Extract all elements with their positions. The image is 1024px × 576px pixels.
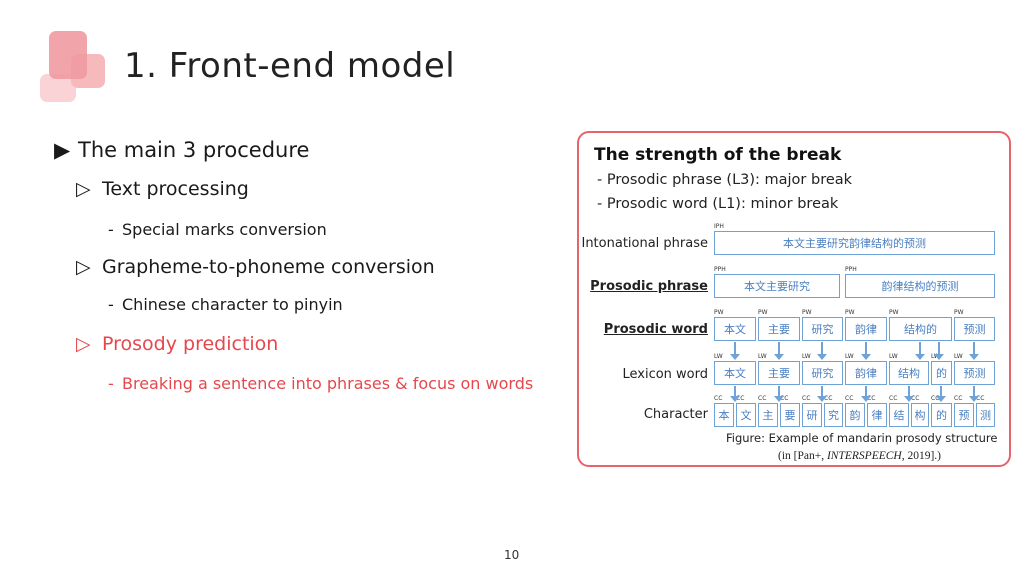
- bullet-label: Grapheme-to-phoneme conversion: [102, 256, 435, 278]
- pw-node: 预测: [954, 317, 995, 341]
- cc-node: 要: [780, 403, 800, 427]
- pw-tag: PW: [802, 309, 812, 316]
- ip-tag: IPH: [714, 223, 724, 230]
- pw-tag: PW: [845, 309, 855, 316]
- cc-tag: CC: [714, 395, 723, 402]
- filled-triangle-icon: ▶: [54, 138, 71, 162]
- figure-citation: (in [Pan+, INTERSPEECH, 2019].): [778, 450, 942, 462]
- row-label-character: Character: [643, 407, 708, 422]
- bullet-label: Text processing: [102, 178, 249, 200]
- sub-bullet-special-marks: -Special marks conversion: [108, 220, 327, 239]
- slide-title: 1. Front-end model: [124, 46, 456, 86]
- cc-tag: CC: [758, 395, 767, 402]
- pw-node: 结构的: [889, 317, 952, 341]
- cc-tag: CC: [802, 395, 811, 402]
- cc-tag: CC: [931, 395, 940, 402]
- pw-tag: PW: [954, 309, 964, 316]
- lw-node: 预测: [954, 361, 995, 385]
- cc-node: 律: [867, 403, 887, 427]
- page-number: 10: [504, 548, 520, 562]
- pw-node: 主要: [758, 317, 800, 341]
- lw-node: 的: [931, 361, 952, 385]
- row-label-intonational-phrase: Intonational phrase: [581, 236, 708, 251]
- lw-tag: LW: [802, 353, 811, 360]
- cc-tag: CC: [889, 395, 898, 402]
- dash-marker: -: [108, 220, 114, 239]
- sub-bullet-label: Breaking a sentence into phrases & focus…: [122, 374, 534, 393]
- bullet-label: Prosody prediction: [102, 333, 279, 355]
- pp-node: 韵律结构的预测: [845, 274, 995, 298]
- pw-tag: PW: [714, 309, 724, 316]
- lw-node: 结构: [889, 361, 929, 385]
- lw-tag: LW: [758, 353, 767, 360]
- dash-marker: -: [108, 374, 114, 393]
- outline-triangle-icon: ▷: [76, 333, 91, 355]
- lw-tag: LW: [889, 353, 898, 360]
- cc-node: 构: [911, 403, 929, 427]
- cc-tag: CC: [736, 395, 745, 402]
- cc-tag: CC: [845, 395, 854, 402]
- cc-node: 的: [931, 403, 952, 427]
- lw-tag: LW: [714, 353, 723, 360]
- sub-bullet-pinyin: -Chinese character to pinyin: [108, 295, 343, 314]
- row-label-prosodic-phrase: Prosodic phrase: [590, 279, 708, 294]
- cc-node: 测: [976, 403, 995, 427]
- row-label-prosodic-word: Prosodic word: [603, 322, 708, 337]
- row-label-lexicon-word: Lexicon word: [622, 367, 708, 382]
- panel-line-prosodic-phrase: - Prosodic phrase (L3): major break: [597, 172, 853, 188]
- pp-node: 本文主要研究: [714, 274, 840, 298]
- sub-bullet-phrases: -Breaking a sentence into phrases & focu…: [108, 374, 533, 393]
- cc-node: 韵: [845, 403, 865, 427]
- cc-node: 究: [824, 403, 843, 427]
- cc-tag: CC: [911, 395, 920, 402]
- main-bullet-text: The main 3 procedure: [78, 138, 310, 162]
- pp-tag: PPH: [714, 266, 726, 273]
- pw-tag: PW: [889, 309, 899, 316]
- cc-tag: CC: [954, 395, 963, 402]
- pw-node: 本文: [714, 317, 756, 341]
- panel-title: The strength of the break: [594, 145, 842, 165]
- cc-node: 预: [954, 403, 974, 427]
- bullet-g2p: ▷ Grapheme-to-phoneme conversion: [76, 256, 435, 278]
- lw-node: 韵律: [845, 361, 887, 385]
- sub-bullet-label: Special marks conversion: [122, 220, 327, 239]
- lw-node: 主要: [758, 361, 800, 385]
- cc-node: 本: [714, 403, 734, 427]
- cc-tag: CC: [976, 395, 985, 402]
- lw-node: 本文: [714, 361, 756, 385]
- sub-bullet-label: Chinese character to pinyin: [122, 295, 343, 314]
- lw-tag: LW: [954, 353, 963, 360]
- pw-tag: PW: [758, 309, 768, 316]
- dash-marker: -: [108, 295, 114, 314]
- pw-node: 韵律: [845, 317, 887, 341]
- figure-caption: Figure: Example of mandarin prosody stru…: [726, 431, 998, 445]
- cc-tag: CC: [780, 395, 789, 402]
- pp-tag: PPH: [845, 266, 857, 273]
- lw-tag: LW: [845, 353, 854, 360]
- outline-triangle-icon: ▷: [76, 178, 91, 200]
- main-bullet: ▶ The main 3 procedure: [54, 138, 309, 162]
- cc-node: 结: [889, 403, 909, 427]
- bullet-text-processing: ▷ Text processing: [76, 178, 249, 200]
- outline-triangle-icon: ▷: [76, 256, 91, 278]
- lw-node: 研究: [802, 361, 843, 385]
- bullet-prosody-prediction: ▷ Prosody prediction: [76, 333, 278, 355]
- panel-line-prosodic-word: - Prosodic word (L1): minor break: [597, 196, 839, 212]
- cc-node: 研: [802, 403, 822, 427]
- ip-node: 本文主要研究韵律结构的预测: [714, 231, 995, 255]
- cc-node: 主: [758, 403, 778, 427]
- cc-tag: CC: [824, 395, 833, 402]
- pw-node: 研究: [802, 317, 843, 341]
- cc-node: 文: [736, 403, 756, 427]
- cc-tag: CC: [867, 395, 876, 402]
